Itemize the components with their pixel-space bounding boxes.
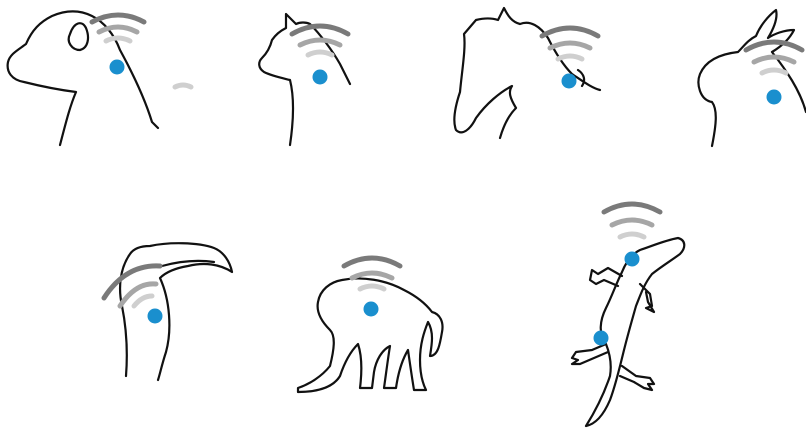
horse-microchip-dot xyxy=(562,74,577,89)
monkey-figure xyxy=(298,258,443,392)
monkey-signal-inner xyxy=(360,286,384,289)
rabbit-figure xyxy=(699,10,806,146)
lizard-signal-outer xyxy=(604,204,660,212)
dog-signal-stray xyxy=(175,85,191,87)
lizard-icon xyxy=(572,238,684,426)
rabbit-signal-middle xyxy=(754,57,794,62)
dog-signal-outer xyxy=(92,15,144,22)
bird-microchip-dot xyxy=(148,309,163,324)
bird-signal-inner xyxy=(134,296,152,306)
monkey-signal-outer xyxy=(344,258,400,266)
cat-signal-inner xyxy=(308,52,332,55)
lizard-microchip-dot-body xyxy=(594,331,609,346)
horse-signal-middle xyxy=(550,43,590,48)
dog-signal-inner xyxy=(106,38,130,41)
rabbit-icon xyxy=(699,10,806,146)
bird-figure xyxy=(104,243,232,380)
cat-figure xyxy=(259,14,350,145)
rabbit-signal-outer xyxy=(746,42,802,50)
cat-signal-middle xyxy=(300,40,340,45)
horse-figure xyxy=(454,8,600,138)
bird-icon xyxy=(120,243,232,380)
dog-signal-middle xyxy=(99,27,137,32)
rabbit-microchip-dot xyxy=(767,90,782,105)
cat-microchip-dot xyxy=(313,70,328,85)
lizard-microchip-dot-neck xyxy=(625,252,640,267)
monkey-microchip-dot xyxy=(364,302,379,317)
lizard-signal-inner xyxy=(620,234,644,237)
monkey-signal-middle xyxy=(352,273,392,278)
cat-icon xyxy=(259,14,350,145)
horse-signal-inner xyxy=(558,56,582,59)
dog-figure xyxy=(8,12,191,146)
cat-signal-outer xyxy=(292,26,348,34)
horse-signal-outer xyxy=(542,28,598,36)
lizard-signal-middle xyxy=(612,220,652,225)
rabbit-signal-inner xyxy=(762,70,786,73)
monkey-icon xyxy=(298,278,443,392)
dog-microchip-dot xyxy=(110,60,125,75)
lizard-figure xyxy=(572,204,684,426)
